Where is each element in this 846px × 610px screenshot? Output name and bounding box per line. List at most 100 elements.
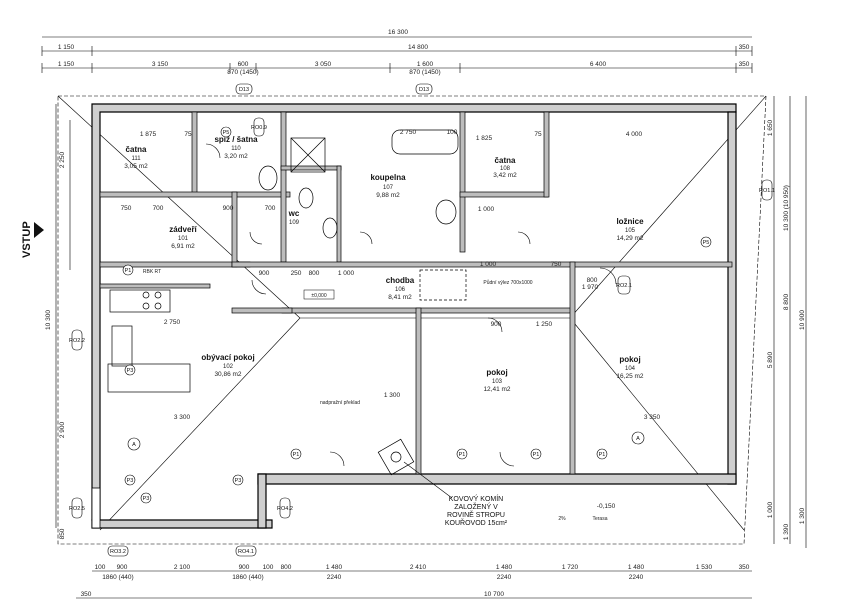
dim-interior: 1 825	[476, 135, 493, 142]
tag-circle: P1	[456, 448, 468, 460]
room-koupelna-107: koupelna 107 9,88 m2	[370, 173, 406, 199]
entrance-arrow-icon	[34, 222, 44, 238]
entrance: VSTUP	[21, 221, 44, 258]
svg-text:P3: P3	[143, 496, 150, 502]
svg-text:D13: D13	[239, 87, 249, 93]
dim-right: 1 000	[767, 501, 774, 518]
dim-left: 10 300	[45, 310, 52, 330]
room-name: wc	[288, 209, 300, 218]
room-name: chodba	[386, 276, 415, 285]
tag-oval: RO4.1	[235, 545, 257, 557]
room-number: 102	[223, 364, 234, 370]
room-loznice-105: ložnice 105 14,29 m2	[616, 217, 644, 242]
svg-text:RO4.2: RO4.2	[277, 506, 293, 512]
tag-circle: P3	[124, 364, 136, 376]
tag-circle: P3	[140, 492, 152, 504]
dim-interior: 1 000	[338, 270, 355, 277]
tag-circle: P1	[290, 448, 302, 460]
svg-text:P1: P1	[459, 452, 466, 458]
dim-bottom: 900	[117, 564, 128, 571]
chimney-note-1: KOVOVÝ KOMÍN	[449, 494, 503, 503]
terrace-label: Terasa	[592, 516, 607, 522]
svg-text:P1: P1	[533, 452, 540, 458]
svg-text:P3: P3	[235, 478, 242, 484]
svg-text:D13: D13	[419, 87, 429, 93]
tag-circle: P1	[596, 448, 608, 460]
dim-bottom: 1 530	[696, 564, 713, 571]
kitchen-counter	[109, 289, 171, 313]
room-area: 3,05 m2	[124, 163, 148, 170]
room-area: 14,29 m2	[616, 235, 643, 242]
room-labels: čatna 111 3,05 m2 spíž / šatna 110 3,20 …	[124, 135, 644, 393]
dim-top-r2-sub-b: 870 (1450)	[409, 69, 440, 76]
dim-interior: 900	[223, 205, 234, 212]
dim-interior: 3 350	[644, 414, 661, 421]
room-pokoj-104: pokoj 104 16,25 m2	[616, 355, 643, 380]
room-number: 110	[231, 146, 241, 152]
bathtub-icon	[391, 129, 459, 155]
dim-bottom-2: 350	[81, 591, 92, 598]
level-mark: ±0,000	[311, 293, 326, 299]
dim-bottom: 1 480	[496, 564, 513, 571]
room-name: zádveří	[169, 225, 197, 234]
svg-text:RO2.2: RO2.2	[69, 338, 85, 344]
room-zadveri-101: zádveří 101 6,91 m2	[169, 225, 197, 250]
room-number: 111	[131, 156, 141, 162]
svg-text:RO2.5: RO2.5	[69, 506, 85, 512]
tag-oval: RO0.9	[251, 117, 267, 137]
room-number: 105	[625, 228, 636, 234]
dim-bottom-sub: 2240	[327, 574, 342, 581]
dim-interior: 700	[265, 205, 276, 212]
chimney-note-3: ROVINĚ STROPU	[447, 510, 505, 519]
terrace-level: -0,150	[597, 503, 616, 510]
dim-right: 1 390	[783, 523, 790, 540]
dim-interior: 1 000	[478, 206, 495, 213]
dim-interior: 800	[309, 270, 320, 277]
svg-text:RO0.9: RO0.9	[251, 125, 267, 131]
dim-interior: 75	[184, 131, 192, 138]
dim-bottom: 800	[281, 564, 292, 571]
dim-bottom-sub: 2240	[497, 574, 512, 581]
dim-interior: 1 250	[536, 321, 553, 328]
dim-top-r2-sub-a: 870 (1450)	[227, 69, 258, 76]
room-area: 3,42 m2	[493, 172, 517, 179]
dim-bottom: 1 720	[562, 564, 579, 571]
room-satna-108: čatna 108 3,42 m2	[493, 156, 517, 179]
dim-interior: 75	[534, 131, 542, 138]
rbk-note: RBK RT	[143, 269, 161, 275]
tag-circle: A	[127, 437, 141, 451]
tag-oval: RO2.5	[69, 497, 85, 519]
hob-icon	[142, 302, 150, 310]
dim-bottom: 100	[263, 564, 274, 571]
entrance-label: VSTUP	[21, 221, 33, 258]
dim-right: 8 800	[783, 293, 790, 310]
room-pokoj-103: pokoj 103 12,41 m2	[483, 368, 510, 393]
svg-text:RO3.2: RO3.2	[110, 549, 126, 555]
dim-left: 2 250	[59, 151, 66, 168]
dim-top-r2-e: 1 600	[417, 61, 434, 68]
dim-bottom: 350	[739, 564, 750, 571]
attic-hatch	[419, 269, 467, 301]
svg-text:A: A	[132, 442, 136, 448]
chimney-icon	[377, 438, 415, 476]
dim-bottom: 2 100	[174, 564, 191, 571]
room-spiz-110: spíž / šatna 110 3,20 m2	[214, 135, 258, 160]
dim-bottom: 100	[95, 564, 106, 571]
room-name: čatna	[126, 145, 147, 154]
dim-bottom-2: 10 700	[484, 591, 504, 598]
tag-circle: P3	[232, 474, 244, 486]
dim-bottom: 1 480	[628, 564, 645, 571]
dim-bottom: 2 410	[410, 564, 427, 571]
fixtures	[107, 129, 467, 476]
tag-oval: RO2.1	[616, 275, 632, 295]
tag-circle: A	[631, 431, 645, 445]
dim-right: 10 300 (10 950)	[783, 185, 790, 231]
element-tags: D13 D13 P5 P5 P1 P1 P1 P1 P1 P3 P3 P3 P3…	[69, 83, 775, 557]
room-chodba-106: chodba 106 8,41 m2	[386, 276, 415, 301]
left-dimensions: 2 250 10 300 2 900 850	[45, 104, 71, 539]
toilet-icon	[298, 187, 314, 209]
tag-circle: P5	[220, 126, 232, 138]
dim-interior: 900	[259, 270, 270, 277]
tag-circle: P1	[122, 264, 134, 276]
room-number: 103	[492, 379, 503, 385]
